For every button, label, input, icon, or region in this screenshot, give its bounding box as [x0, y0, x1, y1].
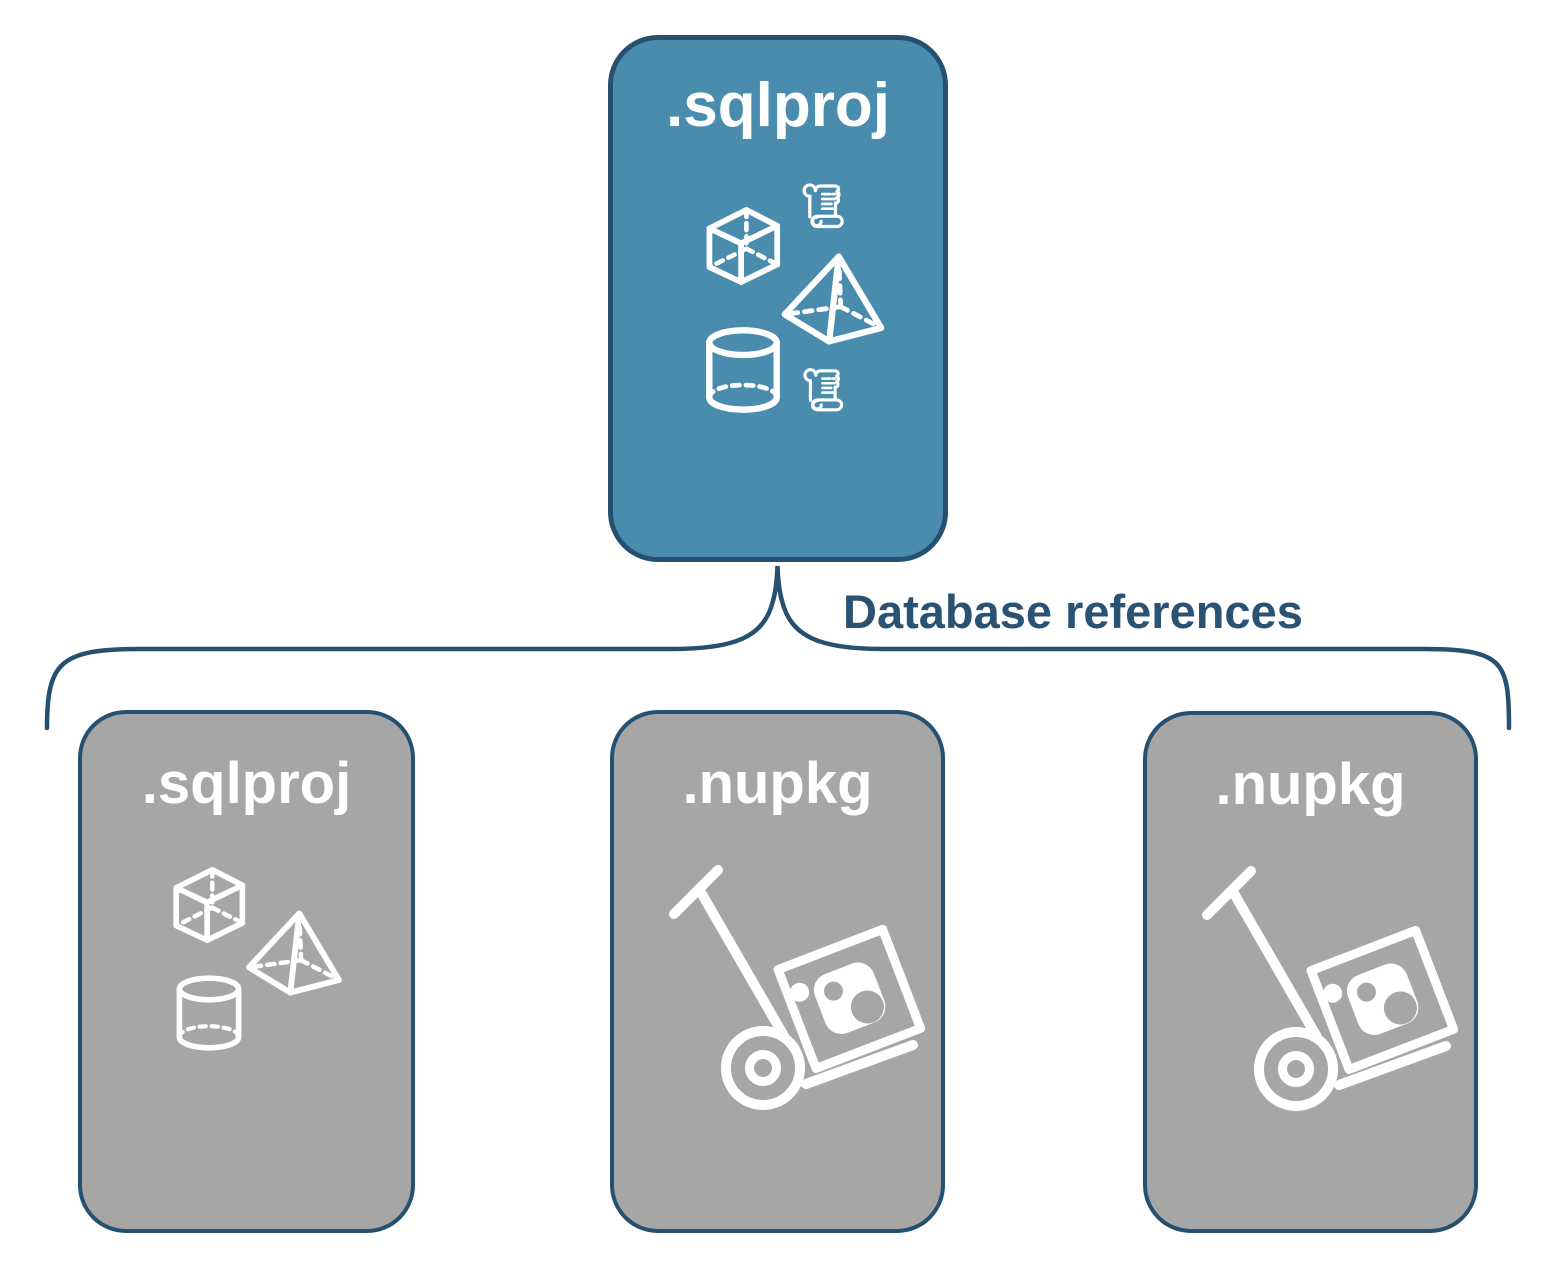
- root-box-label: .sqlproj: [666, 71, 890, 140]
- child-box-label: .sqlproj: [141, 751, 352, 816]
- child-box-nupkg-2: .nupkg: [1143, 711, 1478, 1233]
- child-box-sqlproj: .sqlproj: [78, 710, 415, 1233]
- pyramid-icon: [779, 250, 885, 348]
- child-box-nupkg-1: .nupkg: [610, 710, 945, 1233]
- pyramid-icon: [243, 908, 343, 998]
- root-box-sqlproj: .sqlproj: [608, 35, 948, 562]
- cube-icon: [697, 202, 787, 290]
- hand-truck-nuget-package-icon: [1199, 857, 1459, 1112]
- child-box-label: .nupkg: [1215, 752, 1406, 817]
- hand-truck-nuget-package-icon: [666, 856, 926, 1111]
- cube-icon: [164, 862, 252, 948]
- scroll-icon: [799, 178, 853, 234]
- cylinder-icon: [702, 324, 784, 416]
- scroll-icon: [799, 364, 853, 416]
- cylinder-icon: [173, 972, 245, 1054]
- connector-label: Database references: [843, 585, 1303, 638]
- child-box-label: .nupkg: [682, 751, 873, 816]
